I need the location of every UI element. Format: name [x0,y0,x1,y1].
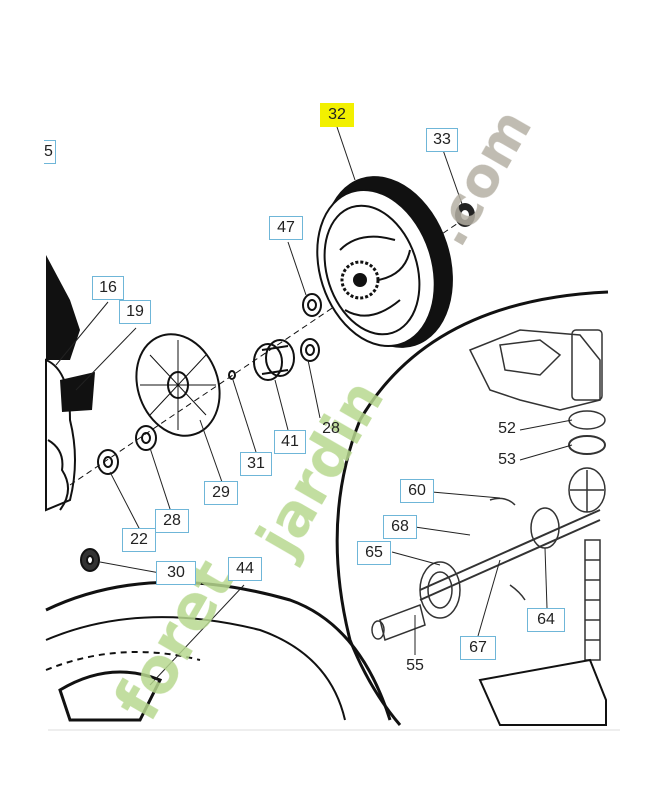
deck-outline [45,580,620,731]
callout-19[interactable]: 19 [119,300,151,324]
callout-41[interactable]: 41 [274,430,306,454]
callout-44[interactable]: 44 [228,557,262,581]
callout-31[interactable]: 31 [240,452,272,476]
callout-47[interactable]: 47 [269,216,303,240]
axle-washers [80,293,322,572]
callout-60[interactable]: 60 [400,479,434,503]
gearbox-detail [335,290,609,726]
bushing-41 [253,339,295,381]
callout-68[interactable]: 68 [383,515,417,539]
callout-32[interactable]: 32 [320,103,354,127]
callout-28-lower[interactable]: 28 [155,509,189,533]
callout-55[interactable]: 55 [406,657,424,674]
callout-22[interactable]: 22 [122,528,156,552]
wheel-32 [316,176,453,348]
callout-67[interactable]: 67 [460,636,496,660]
callout-28-upper[interactable]: 28 [322,420,340,437]
callout-16[interactable]: 16 [92,276,124,300]
callout-30[interactable]: 30 [156,561,196,585]
hubcap-29 [135,333,221,437]
callout-53[interactable]: 53 [498,451,516,468]
callout-65[interactable]: 65 [357,541,391,565]
callout-33[interactable]: 33 [426,128,458,152]
mower-body [45,255,95,512]
bearing-33 [455,203,475,227]
callout-5[interactable]: 5 [44,140,56,164]
callout-52[interactable]: 52 [498,420,516,437]
callout-29[interactable]: 29 [204,481,238,505]
watermark-com: .com [417,99,545,257]
callout-64[interactable]: 64 [527,608,565,632]
leader-lines [55,126,573,686]
